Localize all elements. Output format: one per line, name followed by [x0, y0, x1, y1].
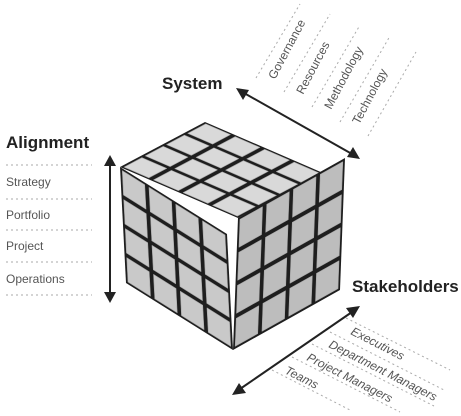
top-cubie [145, 146, 189, 167]
top-cubie [123, 157, 167, 179]
top-cubie [166, 134, 210, 156]
right-cubie [289, 242, 314, 284]
right-cubie [264, 224, 289, 266]
top-cubie [254, 173, 299, 194]
alignment-group: Alignment Strategy Portfolio Project Ope… [6, 133, 116, 303]
right-cubie [316, 227, 341, 269]
system-divider [339, 35, 391, 123]
system-divider [367, 51, 417, 137]
right-cubie [262, 257, 288, 299]
system-divider [255, 3, 301, 79]
stakeholders-divider [345, 317, 451, 371]
alignment-arrow-head-up [104, 155, 116, 166]
top-cubie [187, 123, 231, 145]
stakeholders-divider [291, 356, 401, 413]
system-divider [283, 13, 331, 93]
alignment-item-strategy: Strategy [6, 175, 51, 189]
left-cubie [177, 232, 202, 272]
left-cubie [202, 220, 227, 260]
left-cubie [203, 249, 228, 289]
top-cubie [174, 158, 218, 180]
top-cubie [233, 184, 277, 206]
alignment-title: Alignment [6, 133, 89, 152]
stakeholders-divider [329, 331, 445, 391]
stakeholders-title: Stakeholders [352, 277, 459, 296]
top-cubie [217, 136, 261, 158]
left-cubie [125, 228, 150, 268]
stakeholders-arrow-head-right [346, 306, 360, 318]
left-cubie [175, 203, 200, 243]
alignment-item-portfolio: Portfolio [6, 208, 50, 222]
system-title: System [162, 74, 222, 93]
system-arrow-head-left [236, 88, 249, 100]
top-cubie [182, 182, 226, 204]
left-cubie [153, 274, 178, 314]
alignment-item-project: Project [6, 239, 44, 253]
left-cubie [123, 199, 148, 239]
stakeholders-arrow [239, 311, 353, 390]
right-cubie [317, 194, 342, 236]
right-cubie [261, 290, 286, 332]
left-cubie [122, 170, 147, 210]
cube [120, 122, 345, 350]
left-cubie [206, 307, 231, 347]
system-arrow-head-right [347, 147, 360, 159]
alignment-item-operations: Operations [6, 272, 65, 286]
alignment-arrow-head-down [104, 292, 116, 303]
left-cubie [150, 216, 175, 256]
left-face [120, 167, 233, 350]
right-face [233, 158, 345, 350]
right-cubie [292, 176, 317, 218]
right-cubie [315, 260, 340, 302]
left-cubie [205, 278, 230, 318]
right-cubie [265, 191, 290, 233]
top-cubie [153, 170, 197, 191]
top-cubie [204, 171, 248, 193]
left-cubie [180, 290, 205, 330]
stakeholders-arrow-head-left [232, 383, 246, 395]
top-cubie [246, 149, 290, 170]
right-cubie [237, 239, 262, 281]
system-arrow [243, 92, 353, 155]
right-cubie [234, 305, 260, 347]
right-cubie [236, 272, 261, 314]
left-cubie [178, 261, 203, 301]
system-item-technology: Technology [349, 66, 390, 126]
left-cubie [151, 245, 176, 285]
system-item-resources: Resources [293, 39, 332, 96]
right-cubie [318, 161, 344, 203]
right-cubie [290, 209, 316, 251]
top-cubie [195, 147, 239, 169]
right-cubie [288, 275, 313, 317]
left-cubie [148, 187, 173, 227]
right-cubie [238, 206, 263, 248]
system-divider [311, 24, 361, 108]
top-cubie [225, 160, 269, 182]
left-cubie [126, 257, 151, 297]
top-cubie [212, 195, 256, 217]
